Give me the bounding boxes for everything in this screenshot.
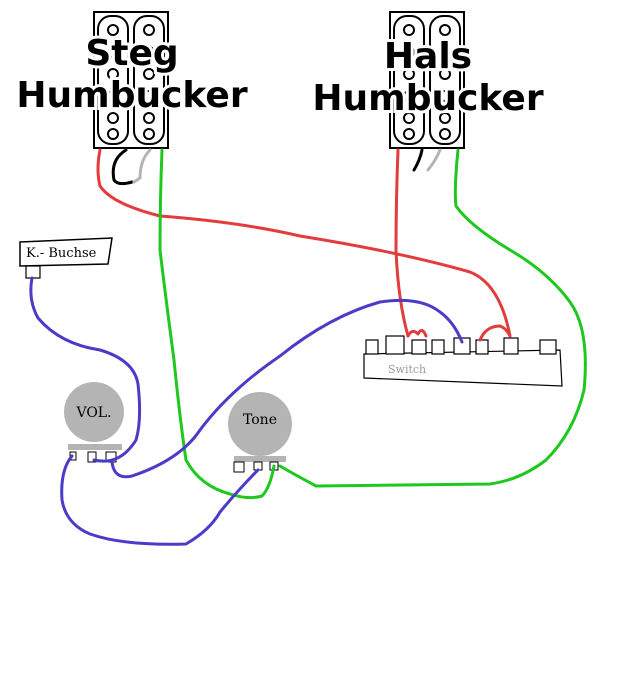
- neck-pickup-label-line2: Humbucker: [312, 78, 543, 119]
- bridge-green-wire: [158, 148, 276, 500]
- switch-label: Switch: [388, 363, 426, 376]
- output-jack-label: K.- Buchse: [26, 246, 97, 261]
- neck-pickup: Hals Humbucker: [309, 11, 547, 149]
- volume-to-tone-blue-wire: [60, 454, 260, 546]
- volume-pot-base: [68, 444, 122, 450]
- bridge-pole-pieces: [107, 24, 155, 140]
- neck-coil-left: [393, 15, 425, 145]
- tone-pot: Tone: [228, 392, 292, 473]
- volume-pot-label: VOL.: [75, 405, 111, 421]
- volume-to-switch-blue-wire: [110, 298, 464, 479]
- volume-pot-knob: [64, 382, 124, 442]
- neck-green-wire: [278, 148, 587, 488]
- bridge-red-wire: [96, 148, 512, 338]
- jack-blue-wire: [29, 276, 142, 463]
- pickup-selector-switch: Switch: [363, 335, 563, 387]
- bridge-pickup-outline: [93, 11, 169, 149]
- output-jack: K.- Buchse: [19, 237, 113, 279]
- tone-pot-label: Tone: [243, 412, 277, 428]
- bridge-pickup: Steg Humbucker: [13, 11, 251, 149]
- bridge-coil-left: [97, 15, 129, 145]
- volume-pot: VOL.: [64, 382, 124, 463]
- neck-gray-lead: [426, 148, 442, 172]
- neck-red-wire: [394, 148, 410, 338]
- neck-black-lead: [412, 148, 424, 172]
- neck-pickup-outline: [389, 11, 465, 149]
- switch-lugs: [365, 335, 557, 355]
- tone-pot-base: [234, 456, 286, 462]
- bridge-pickup-label-line1: Steg: [85, 33, 178, 74]
- neck-coil-right: [429, 15, 461, 145]
- bridge-gray-lead: [132, 148, 152, 184]
- output-jack-body: [19, 237, 113, 267]
- output-jack-lug: [25, 265, 41, 279]
- bridge-black-lead: [111, 148, 134, 186]
- tone-pot-knob: [228, 392, 292, 456]
- switch-red-jumper: [406, 329, 428, 338]
- neck-pole-pieces: [403, 24, 451, 140]
- bridge-pickup-label-line2: Humbucker: [16, 75, 247, 116]
- switch-body: [363, 349, 563, 387]
- bridge-coil-right: [133, 15, 165, 145]
- wires: [29, 148, 587, 546]
- neck-pickup-label-line1: Hals: [384, 36, 472, 77]
- switch-red-jumper-2: [478, 324, 512, 342]
